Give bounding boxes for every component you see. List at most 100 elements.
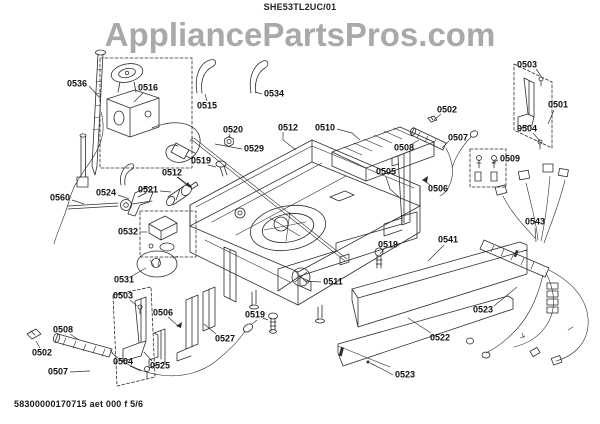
part-label-0501: 0501 bbox=[548, 99, 568, 109]
clip-nut bbox=[427, 115, 438, 123]
leader-line-0531 bbox=[131, 267, 147, 277]
bracket-clamp bbox=[127, 186, 154, 217]
part-label-0534: 0534 bbox=[264, 88, 284, 98]
hook-bracket bbox=[249, 60, 269, 94]
part-label-0515: 0515 bbox=[197, 100, 217, 110]
kick-strip bbox=[337, 295, 514, 368]
part-label-0506: 0506 bbox=[153, 307, 173, 317]
leader-line-0503 bbox=[129, 299, 138, 307]
leader-line-0543 bbox=[534, 227, 537, 243]
leader-line-0512 bbox=[282, 132, 297, 151]
part-label-0508: 0508 bbox=[394, 142, 414, 152]
leader-line-0534 bbox=[254, 91, 263, 95]
leader-line-0527 bbox=[203, 323, 217, 335]
part-label-0523: 0523 bbox=[395, 369, 415, 379]
part-label-0519: 0519 bbox=[245, 309, 265, 319]
leader-line-0511 bbox=[304, 280, 322, 283]
part-label-0505: 0505 bbox=[376, 166, 396, 176]
inlet-valve bbox=[166, 181, 199, 206]
leader-lines-layer bbox=[35, 68, 555, 376]
carriage-bolt bbox=[215, 160, 228, 177]
part-label-0521: 0521 bbox=[138, 184, 158, 194]
part-label-0529: 0529 bbox=[244, 143, 264, 153]
leader-line-0508 bbox=[69, 333, 80, 341]
part-label-0516: 0516 bbox=[138, 82, 158, 92]
leader-line-0519 bbox=[379, 248, 385, 255]
leader-line-0541 bbox=[427, 244, 445, 262]
part-label-0532: 0532 bbox=[118, 226, 138, 236]
mount-bracket bbox=[383, 150, 411, 237]
leader-line-0506 bbox=[167, 316, 178, 326]
channel-bracket bbox=[176, 286, 216, 362]
part-label-0503: 0503 bbox=[113, 290, 133, 300]
leader-line-0519 bbox=[262, 317, 269, 321]
leader-line-0525 bbox=[143, 351, 153, 362]
pulley-disc bbox=[136, 250, 179, 278]
part-label-0502: 0502 bbox=[32, 347, 52, 357]
leader-line-0506 bbox=[422, 179, 431, 186]
part-label-0507: 0507 bbox=[448, 132, 468, 142]
part-label-0519: 0519 bbox=[378, 239, 398, 249]
base-panel bbox=[351, 241, 528, 328]
leader-line-0519 bbox=[207, 164, 217, 168]
leader-line-0522 bbox=[407, 317, 432, 334]
leader-line-0523 bbox=[493, 286, 518, 307]
roller-pin bbox=[409, 127, 447, 151]
hose-wire bbox=[53, 111, 104, 245]
part-label-0531: 0531 bbox=[114, 274, 134, 284]
wiring-harness bbox=[466, 163, 589, 366]
tie-rod bbox=[189, 137, 348, 262]
corner-bracket bbox=[299, 276, 312, 292]
part-label-0507: 0507 bbox=[48, 366, 68, 376]
ground-cable bbox=[109, 319, 258, 377]
toe-panel bbox=[277, 211, 418, 292]
part-label-0536: 0536 bbox=[67, 78, 87, 88]
leader-line-0536 bbox=[88, 85, 101, 99]
base-frame bbox=[189, 139, 421, 324]
part-label-0511: 0511 bbox=[323, 276, 343, 286]
drain-pump-assembly bbox=[99, 57, 201, 169]
part-label-0522: 0522 bbox=[430, 332, 450, 342]
hook-bracket bbox=[120, 163, 135, 186]
spacer-rod bbox=[76, 133, 89, 188]
leader-line-0516 bbox=[133, 92, 144, 103]
leader-line-0512 bbox=[176, 176, 188, 186]
part-label-0519: 0519 bbox=[191, 155, 211, 165]
part-label-0560: 0560 bbox=[50, 192, 70, 202]
model-number: SHE53TL2UC/01 bbox=[263, 2, 337, 12]
leader-line-0520 bbox=[228, 133, 231, 139]
leader-line-0503 bbox=[535, 68, 542, 77]
part-label-0527: 0527 bbox=[215, 333, 235, 343]
axle-rod bbox=[67, 199, 153, 211]
part-label-0508: 0508 bbox=[53, 324, 73, 334]
support-bracket bbox=[148, 328, 166, 369]
leader-line-0507 bbox=[69, 370, 91, 373]
part-label-0510: 0510 bbox=[315, 122, 335, 132]
leader-line-0501 bbox=[547, 109, 555, 125]
part-label-0504: 0504 bbox=[517, 123, 537, 133]
pointer-arrowhead bbox=[185, 182, 191, 188]
hook-bracket bbox=[195, 59, 216, 94]
retainer-clip bbox=[26, 328, 42, 340]
part-label-0512: 0512 bbox=[278, 122, 298, 132]
mounting-screw bbox=[91, 49, 106, 176]
sensor-cable bbox=[439, 147, 453, 197]
pointer-arrowhead bbox=[422, 176, 428, 183]
power-plug bbox=[170, 142, 196, 160]
part-label-0543: 0543 bbox=[525, 216, 545, 226]
part-label-0503: 0503 bbox=[517, 59, 537, 69]
control-module bbox=[331, 126, 435, 182]
leader-line-0507 bbox=[441, 140, 450, 149]
leveling-bracket bbox=[112, 286, 156, 387]
part-label-0512: 0512 bbox=[162, 167, 182, 177]
leader-line-0508 bbox=[411, 139, 420, 145]
part-label-0506: 0506 bbox=[428, 183, 448, 193]
part-label-0502: 0502 bbox=[437, 104, 457, 114]
part-label-0525: 0525 bbox=[150, 360, 170, 370]
part-label-0523: 0523 bbox=[473, 304, 493, 314]
leader-line-0502 bbox=[35, 340, 41, 349]
leader-line-0560 bbox=[71, 199, 85, 205]
